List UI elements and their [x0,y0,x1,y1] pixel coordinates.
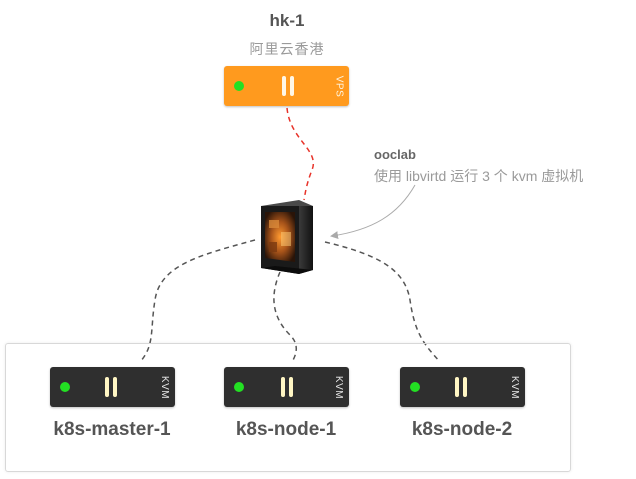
kvm-server-node1: KVM [224,367,349,407]
drive-bay-icon [463,377,467,397]
pc-tower-icon [261,200,313,274]
host-name: ooclab [374,147,416,162]
kvm-tag: KVM [159,375,171,399]
kvm-server-node2: KVM [400,367,525,407]
node-label-node1: k8s-node-1 [235,419,337,440]
status-led-icon [234,81,244,91]
vps-host-link [286,107,315,201]
kvm-group-box [5,343,571,472]
annotation-arrow [330,184,416,240]
host-node2-link [324,241,441,363]
kvm-tag: KVM [509,375,521,399]
node-label-master: k8s-master-1 [53,419,171,440]
status-led-icon [410,382,420,392]
host-master-link [139,239,256,363]
host-node1-link [273,271,297,363]
node-label-node2: k8s-node-2 [411,419,513,440]
drive-bay-icon [282,76,286,96]
drive-bay-icon [455,377,459,397]
drive-bay-icon [281,377,285,397]
drive-bay-icon [289,377,293,397]
hk-title: hk-1 [269,11,305,30]
host-description: 使用 libvirtd 运行 3 个 kvm 虚拟机 [374,168,584,184]
hk-subtitle: 阿里云香港 [249,41,325,57]
drive-bay-icon [290,76,294,96]
vps-server: VPS [224,66,349,106]
kvm-tag: KVM [333,375,345,399]
drive-bay-icon [113,377,117,397]
drive-bay-icon [105,377,109,397]
status-led-icon [60,382,70,392]
vps-tag: VPS [333,75,345,97]
kvm-server-master: KVM [50,367,175,407]
status-led-icon [234,382,244,392]
